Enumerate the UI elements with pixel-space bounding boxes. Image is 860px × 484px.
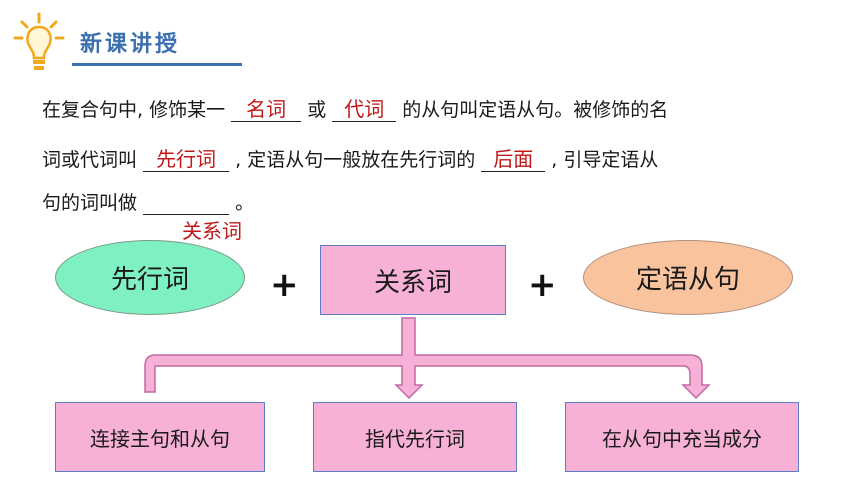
text-segment: 在复合句中, 修饰某一 xyxy=(42,99,226,121)
answer-blank-2: 代词 xyxy=(332,97,397,122)
answer-blank-1: 名词 xyxy=(231,97,302,122)
answer-antecedent: 先行词 xyxy=(156,147,217,171)
text-segment: 或 xyxy=(307,99,327,121)
answer-pronoun: 代词 xyxy=(344,97,385,121)
text-segment: 句的词叫做 xyxy=(42,192,138,214)
function-refer-box: 指代先行词 xyxy=(313,402,517,472)
answer-blank-4: 后面 xyxy=(481,147,546,172)
antecedent-ellipse: 先行词 xyxy=(55,240,245,315)
answer-noun: 名词 xyxy=(246,97,287,121)
text-segment: 。 xyxy=(235,192,255,214)
text-segment: , 引导定语从 xyxy=(551,149,659,171)
text-segment: 的从句叫定语从句。被修饰的名 xyxy=(402,99,669,121)
paragraph-line-2: 词或代词叫 先行词 , 定语从句一般放在先行词的 后面 , 引导定语从 xyxy=(42,145,658,172)
function-role-box: 在从句中充当成分 xyxy=(565,402,799,472)
answer-blank-5 xyxy=(143,192,230,215)
function-connect-box: 连接主句和从句 xyxy=(55,402,265,472)
text-segment: , 定语从句一般放在先行词的 xyxy=(235,149,476,171)
attributive-clause-ellipse: 定语从句 xyxy=(583,240,793,315)
paragraph-line-3: 句的词叫做 。 xyxy=(42,188,254,215)
answer-relative-word: 关系词 xyxy=(182,219,242,243)
answer-after: 后面 xyxy=(493,147,534,171)
section-title: 新课讲授 xyxy=(80,32,181,57)
plus-sign-1: + xyxy=(270,265,299,305)
paragraph-line-1: 在复合句中, 修饰某一 名词 或 代词 的从句叫定语从句。被修饰的名 xyxy=(42,95,668,122)
lightbulb-icon xyxy=(10,10,68,74)
text-segment: 词或代词叫 xyxy=(42,149,138,171)
relative-word-box: 关系词 xyxy=(320,245,506,315)
answer-blank-3: 先行词 xyxy=(143,147,230,172)
title-underline xyxy=(72,63,242,66)
plus-sign-2: + xyxy=(528,265,557,305)
